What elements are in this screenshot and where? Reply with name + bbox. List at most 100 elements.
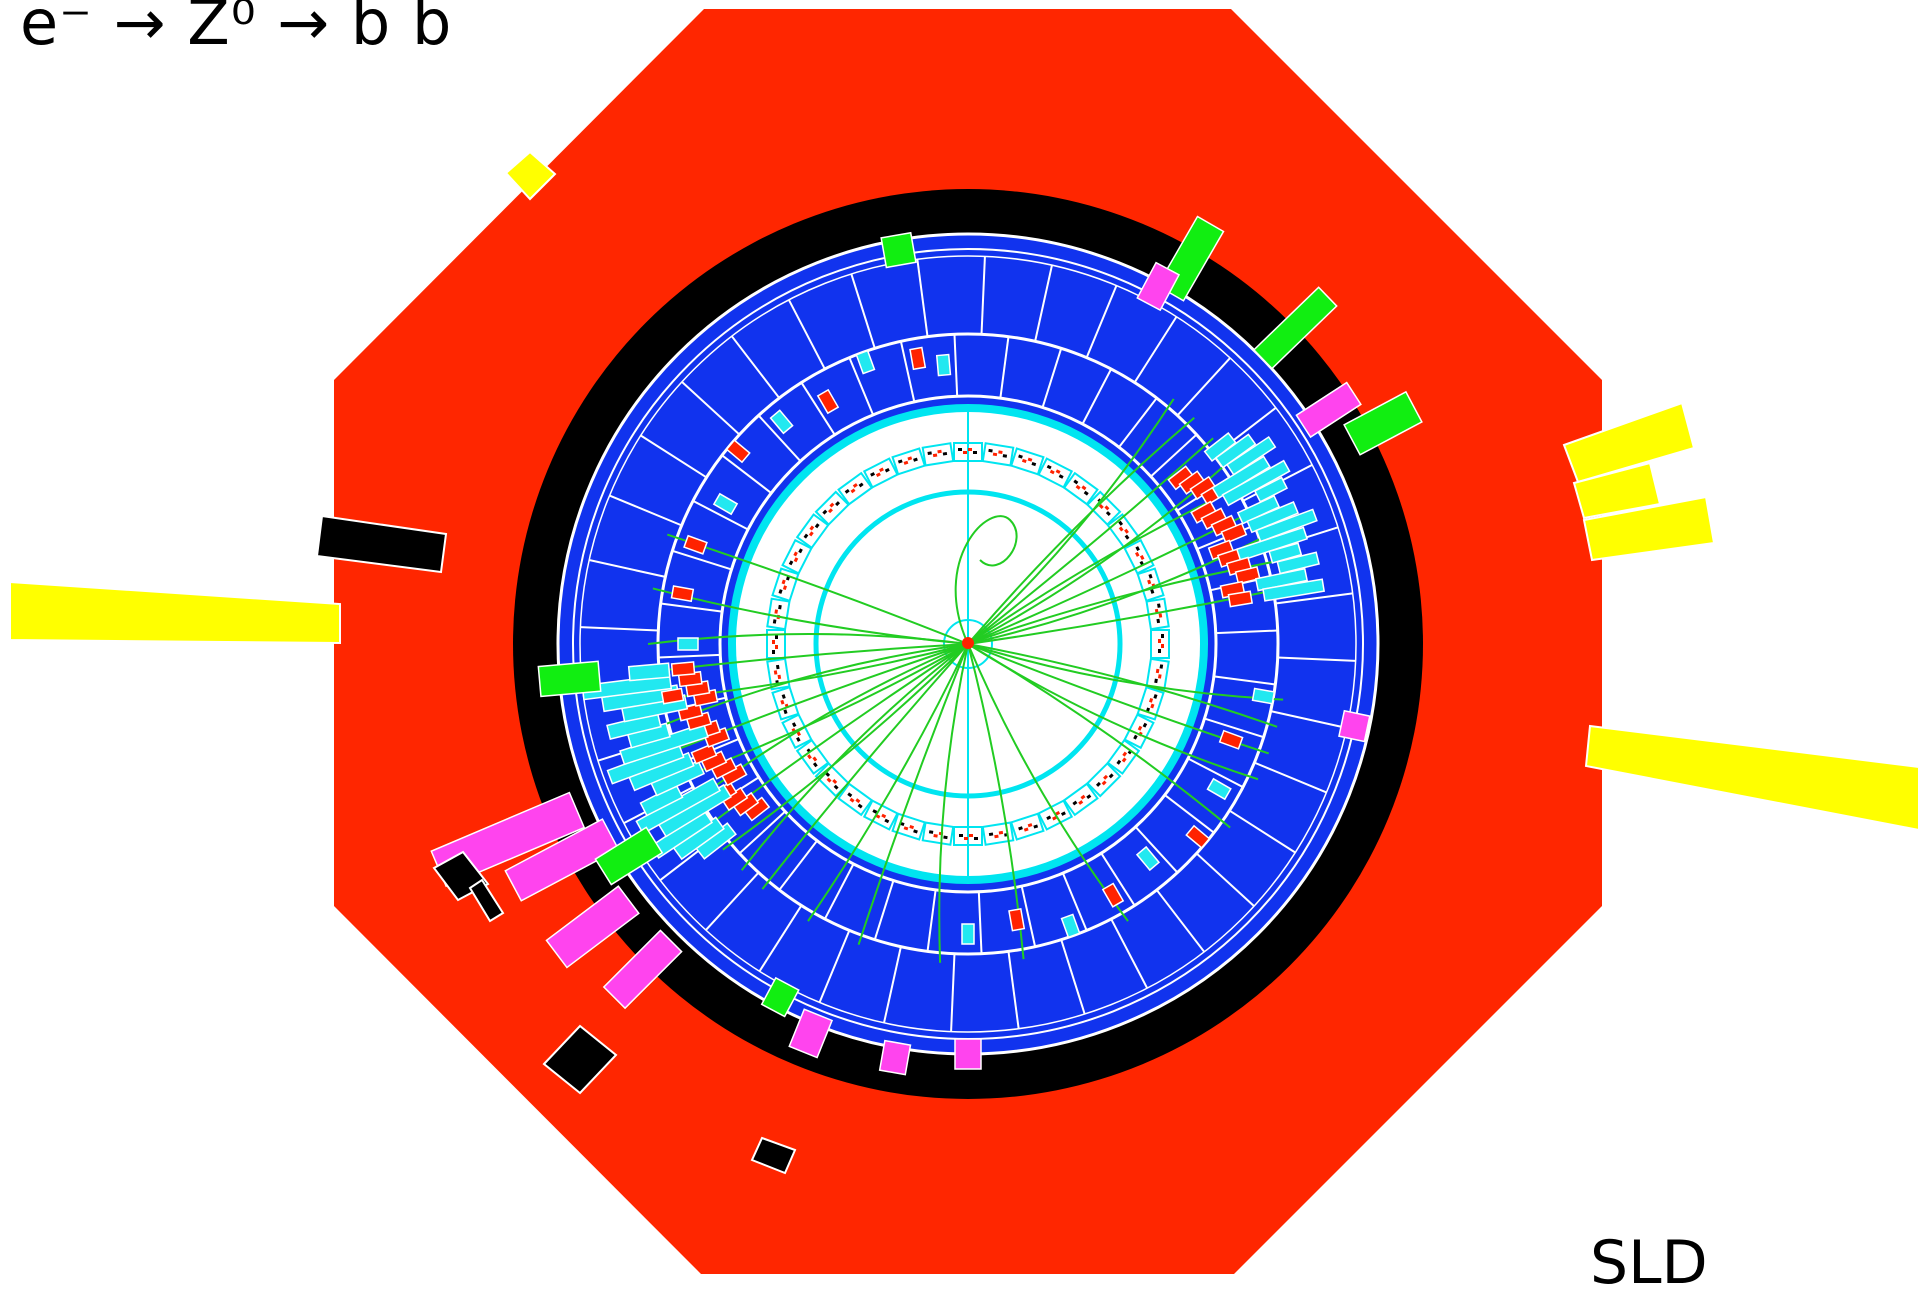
drift-hit bbox=[1027, 457, 1033, 462]
calo-inner-divider bbox=[800, 382, 836, 436]
drift-hit bbox=[814, 523, 820, 529]
calo-outer-divider bbox=[916, 259, 929, 337]
drift-hit bbox=[1060, 811, 1066, 816]
calo-inner-divider bbox=[658, 653, 721, 659]
cyan-tower bbox=[1226, 435, 1277, 476]
drift-hit bbox=[959, 834, 963, 837]
track bbox=[722, 643, 969, 851]
calo-outer-divider bbox=[1110, 918, 1149, 989]
drift-hit bbox=[1157, 603, 1161, 608]
particle-tracks bbox=[647, 398, 1284, 963]
drift-hit bbox=[988, 832, 994, 837]
drift-hit bbox=[1078, 800, 1084, 805]
drift-cell bbox=[781, 538, 813, 575]
drift-cell-frame bbox=[953, 826, 983, 846]
drift-hit bbox=[958, 448, 962, 451]
calo-outer-divider bbox=[640, 434, 708, 479]
cyan-tower bbox=[961, 923, 975, 945]
drift-hit bbox=[943, 835, 948, 840]
calo-inner-divider bbox=[953, 334, 959, 397]
drift-hit bbox=[998, 450, 1003, 455]
green-tower bbox=[1343, 390, 1423, 456]
calo-outer-divider bbox=[818, 930, 851, 1003]
drift-hit bbox=[932, 453, 938, 458]
drift-hit bbox=[788, 560, 794, 566]
drift-cell bbox=[1062, 782, 1099, 817]
drift-hit bbox=[1072, 800, 1078, 806]
drift-hit bbox=[1154, 678, 1158, 684]
calo-inner-divider bbox=[823, 863, 855, 920]
drift-hit bbox=[858, 482, 864, 488]
drift-hit bbox=[1153, 694, 1158, 699]
drift-hit bbox=[796, 736, 801, 742]
drift-cell-frame bbox=[1086, 490, 1122, 526]
calo-outer-divider bbox=[1270, 710, 1348, 729]
drift-cell-frame bbox=[837, 782, 874, 817]
drift-hit bbox=[1157, 674, 1162, 679]
drift-hit bbox=[1118, 520, 1124, 526]
drift-hit bbox=[1027, 823, 1033, 828]
drift-hit bbox=[777, 674, 782, 680]
drift-hit bbox=[1046, 464, 1052, 470]
drift-hit bbox=[775, 645, 778, 649]
drift-hit bbox=[881, 813, 887, 819]
drift-hit bbox=[942, 451, 948, 456]
calo-outer-divider bbox=[588, 559, 666, 578]
drift-cell-frame bbox=[1086, 762, 1122, 798]
track bbox=[857, 643, 969, 946]
drift-cell-frame bbox=[795, 513, 830, 550]
cyan-tower bbox=[1262, 578, 1326, 602]
drift-hit bbox=[808, 531, 814, 537]
drift-hit bbox=[812, 756, 818, 762]
green-tower bbox=[880, 231, 917, 269]
drift-hit bbox=[772, 619, 777, 624]
magenta-tower bbox=[788, 1008, 834, 1059]
muon-hit-upper-right-3 bbox=[1582, 495, 1716, 562]
track bbox=[967, 416, 1195, 645]
magenta-tower bbox=[602, 929, 683, 1010]
drift-hit bbox=[1098, 503, 1104, 509]
track bbox=[761, 643, 969, 890]
outer-black-hits bbox=[315, 514, 797, 1175]
drift-hit bbox=[793, 551, 798, 557]
drift-cell-frame bbox=[921, 821, 955, 846]
drift-hit bbox=[872, 809, 878, 814]
red-tower bbox=[670, 585, 695, 603]
drift-hit bbox=[1075, 484, 1081, 490]
cyan-tower bbox=[677, 637, 699, 651]
cyan-tower bbox=[935, 353, 952, 377]
calo-outer-divider bbox=[1176, 357, 1231, 417]
drift-hit bbox=[897, 459, 903, 464]
drift-hit bbox=[1161, 644, 1164, 648]
cyan-tower bbox=[1255, 508, 1318, 543]
calo-outer-divider bbox=[1254, 761, 1327, 794]
drift-hit bbox=[1018, 454, 1023, 459]
muon-hit-left bbox=[9, 580, 341, 645]
magenta-tower bbox=[878, 1039, 912, 1076]
drift-cell bbox=[891, 812, 927, 841]
drift-cell bbox=[862, 457, 899, 489]
red-tower bbox=[816, 388, 840, 415]
drift-cell-frame bbox=[953, 442, 983, 462]
drift-hit bbox=[974, 837, 978, 840]
red-tower bbox=[1218, 729, 1244, 750]
calo-outer-divider bbox=[758, 904, 803, 972]
red-tower bbox=[660, 687, 685, 705]
calo-inner-divider bbox=[1041, 348, 1063, 408]
drift-cell bbox=[981, 821, 1015, 846]
calo-inner-divider bbox=[1187, 757, 1244, 789]
drift-hit bbox=[775, 664, 780, 670]
drift-hit bbox=[937, 449, 942, 454]
calo-outer-divider bbox=[1034, 264, 1053, 342]
drift-hit bbox=[1046, 815, 1052, 821]
calo-outer-divider bbox=[705, 871, 760, 931]
calo-inner-divider bbox=[999, 336, 1010, 399]
drift-cell-frame bbox=[1062, 471, 1099, 506]
drift-hit bbox=[773, 670, 778, 675]
muon-hit-upper-right-1 bbox=[1562, 401, 1696, 484]
red-tower bbox=[1234, 565, 1261, 585]
drift-hit bbox=[850, 488, 856, 494]
calo-outer-divider bbox=[950, 953, 956, 1032]
drift-hit bbox=[1080, 794, 1086, 800]
drift-hit bbox=[791, 722, 797, 728]
